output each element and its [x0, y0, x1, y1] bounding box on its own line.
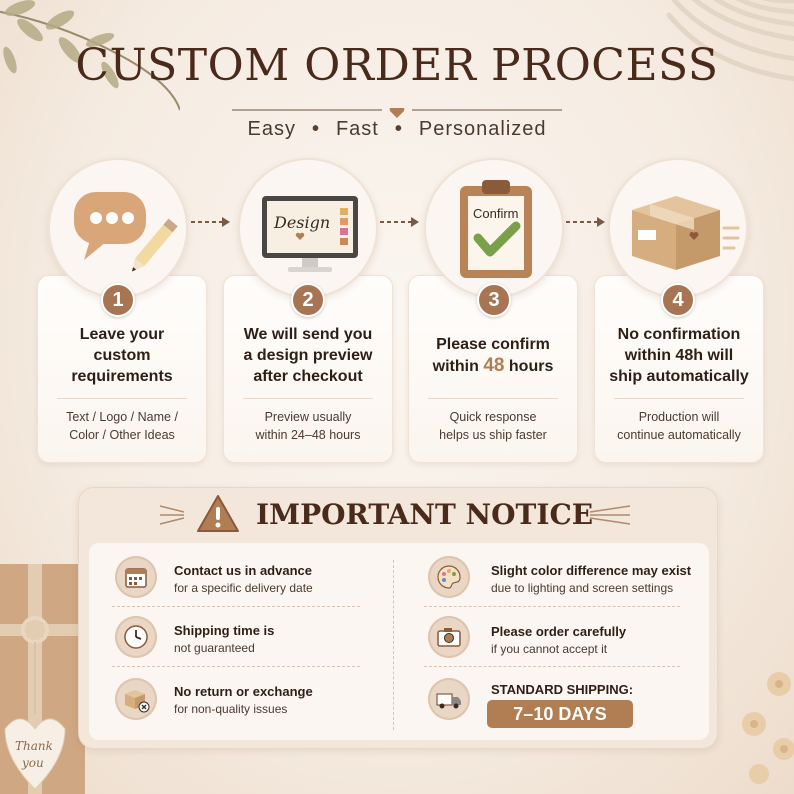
olive-branch-decoration	[0, 0, 180, 111]
step-4-details: Production will continue automatically	[617, 410, 741, 442]
tagline: Easy • Fast • Personalized	[0, 118, 794, 141]
clipboard-check-icon: Confirm	[460, 180, 532, 278]
step-3-divider	[428, 398, 558, 399]
truck-icon	[436, 693, 461, 709]
step-2-divider	[243, 398, 373, 399]
notice-icon-badge	[428, 616, 470, 658]
notice-icon-badge	[115, 678, 157, 720]
notice-right-2-heading: Please order carefully	[491, 624, 627, 639]
notice-icon-badge	[428, 556, 470, 598]
notice-icon-badge	[115, 616, 157, 658]
tagline-easy: Easy	[247, 118, 296, 140]
notice-left-1-sub: for a specific delivery date	[174, 581, 313, 595]
step-1-illustration	[48, 158, 188, 298]
step-1-divider	[57, 398, 187, 399]
step-number-4: 4	[661, 283, 695, 317]
clipboard-confirm-label: Confirm	[473, 206, 519, 221]
notice-icon-badge	[115, 556, 157, 598]
rays-right-decoration	[589, 505, 631, 525]
calendar-icon	[125, 568, 147, 588]
notice-row-divider	[112, 666, 360, 667]
tagline-separator: •	[311, 118, 320, 140]
gift-box-decoration: Thank you	[0, 564, 85, 794]
notice-icon-badge	[428, 678, 470, 720]
step-4-heading: No confirmation within 48h will ship aut…	[609, 326, 749, 385]
notice-row-divider	[112, 606, 360, 607]
notice-left-3-sub: for non-quality issues	[174, 702, 288, 716]
step-2-heading: We will send you a design preview after …	[243, 326, 373, 385]
macrame-fringe-decoration	[666, 0, 794, 82]
palette-icon	[437, 565, 461, 589]
step-number-1: 1	[101, 283, 135, 317]
step-2-illustration: Design	[238, 158, 378, 298]
step-3-heading: Please confirm within 48 hours	[432, 336, 554, 376]
step-arrow-1-2	[191, 217, 230, 227]
camera-icon	[437, 628, 461, 647]
notice-left-3-heading: No return or exchange	[174, 684, 313, 699]
step-number-3: 3	[477, 283, 511, 317]
step-4-illustration	[608, 158, 748, 298]
notice-column-divider	[393, 560, 394, 730]
step-arrow-2-3	[380, 217, 419, 227]
notice-right-2-sub: if you cannot accept it	[491, 642, 608, 656]
notice-row-divider	[424, 666, 680, 667]
tagline-separator: •	[394, 118, 403, 140]
step-arrow-3-4	[566, 217, 605, 227]
notice-title: IMPORTANT NOTICE	[256, 498, 594, 531]
notice-right-1-heading: Slight color difference may exist	[491, 563, 692, 578]
warning-icon	[197, 495, 239, 532]
notice-left-2-sub: not guaranteed	[174, 641, 255, 655]
step-4-divider	[614, 398, 744, 399]
notice-right-1-sub: due to lighting and screen settings	[491, 581, 674, 595]
box-return-icon	[125, 690, 150, 713]
tagline-fast: Fast	[335, 118, 379, 140]
step-2-details: Preview usually within 24–48 hours	[255, 410, 361, 442]
step-1-heading: Leave your custom requirements	[71, 326, 173, 385]
shipping-days-badge: 7–10 DAYS	[487, 700, 633, 728]
notice-left-2-heading: Shipping time is	[174, 623, 275, 638]
step-3-details: Quick response helps us ship faster	[439, 410, 547, 442]
notice-left-1-heading: Contact us in advance	[174, 563, 312, 578]
hours-highlight: 48	[483, 355, 505, 376]
dried-flowers-decoration	[742, 672, 794, 784]
page-title: CUSTOM ORDER PROCESS	[75, 40, 719, 91]
shipping-box-icon	[632, 196, 740, 270]
gift-tag-line-2: you	[21, 756, 44, 770]
monitor-design-label: Design	[273, 213, 330, 232]
rays-left-decoration	[159, 505, 185, 525]
title-heart-divider	[232, 108, 562, 118]
notice-row-divider	[424, 606, 680, 607]
clock-icon	[124, 625, 148, 649]
notice-right-3-heading: STANDARD SHIPPING:	[491, 682, 634, 697]
monitor-design-icon: Design	[262, 196, 358, 272]
step-1-details: Text / Logo / Name / Color / Other Ideas	[66, 410, 178, 442]
gift-tag-line-1: Thank	[15, 739, 53, 753]
chat-bubble-pencil-icon	[74, 192, 178, 272]
step-3-illustration: Confirm	[424, 158, 564, 298]
tagline-personalized: Personalized	[418, 118, 547, 140]
step-number-2: 2	[291, 283, 325, 317]
